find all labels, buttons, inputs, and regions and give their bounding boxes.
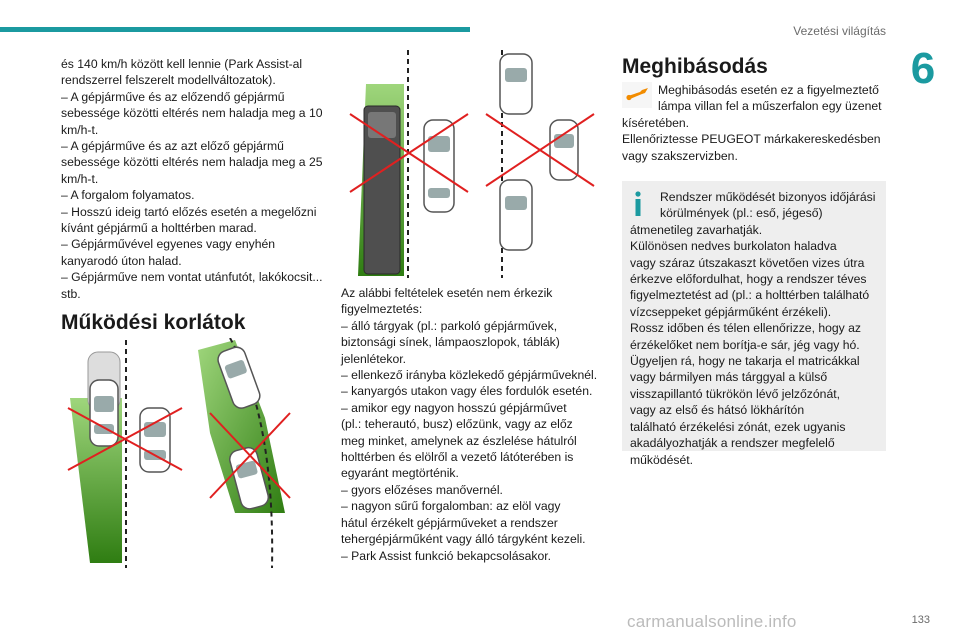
car-icon [423,119,455,213]
text-line: lámpa villan fel a műszerfalon egy üzene… [658,99,882,114]
text-line: – Gépjárműve nem vontat utánfutót, lakók… [61,270,323,285]
note-text: Rendszer működését bizonyos időjárási kö… [630,189,880,468]
text-line: stb. [61,286,81,301]
cross-mark [209,412,291,499]
text-line: vízcseppeket gépjárműként érzékeli). [630,304,832,319]
text-line: km/h-t. [61,171,99,186]
text-line: – A gépjárműve és az azt előző gépjármű [61,139,284,154]
page-number: 133 [911,614,930,626]
text-line: kívánt gépjármű a holttérben marad. [61,221,257,236]
info-icon [632,191,644,217]
car-icon [499,53,533,115]
text-line: meg minket, amelynek az észlelése hátulr… [341,433,577,448]
text-line: km/h-t. [61,122,99,137]
text-line: Különösen nedves burkolaton haladva [630,239,837,254]
text-line: visszapillantó tükrökön lévő jelzőzónát, [630,386,841,401]
text-line: Az alábbi feltételek esetén nem érkezik [341,286,553,300]
text-line: vagy bármilyen más tárggyal a külső [630,370,828,385]
text-line: érkezve előfordulhat, hogy a rendszer té… [630,272,867,287]
text-line: Ellenőriztesse PEUGEOT márkakereskedésbe… [622,132,881,147]
text-line: – ellenkező irányba közlekedő gépjárműve… [341,368,598,383]
text-line: található érzékelési zónát, ezek ugyanis [630,419,846,434]
text-line: egyaránt megtörténik. [341,466,459,481]
text-line: sebessége közötti eltérés nem haladja me… [61,106,323,121]
car-icon [217,346,261,409]
text-line: vagy száraz útszakaszt követően vizes út… [630,255,865,270]
section-title: Vezetési világítás [793,24,886,38]
text-line: – nagyon sűrű forgalomban: az elöl vagy [341,499,561,514]
cross-mark [67,407,183,471]
text-line: kíséretében. [622,115,690,130]
text-line: Meghibásodás esetén ez a figyelmeztető [658,83,879,97]
text-line: – Gépjárművével egyenes vagy enyhén [61,237,276,252]
text-line: – A gépjárműve és az előzendő gépjármű [61,89,285,104]
text-line: vagy az első és hátsó lökhárítón [630,403,805,418]
middle-column: Az alábbi feltételek esetén nem érkezik … [341,285,611,564]
text-line: Rendszer működését bizonyos időjárási [660,190,876,204]
left-column: és 140 km/h között kell lennie (Park Ass… [61,56,331,302]
text-line: és 140 km/h között kell lennie (Park Ass… [61,57,303,71]
watermark: carmanualsonline.info [627,612,797,631]
text-line: – kanyargós utakon vagy éles fordulók es… [341,384,593,399]
text-line: holttérben és elölről a vezető látóteréb… [341,450,574,465]
text-line: átmenetileg zavarhatják. [630,222,763,237]
illustration-limitations-left [67,338,291,569]
car-icon [499,179,533,251]
illustration-limitations-middle [349,50,595,278]
text-line: jelenlétekor. [341,351,407,366]
text-line: – Park Assist funkció bekapcsolásakor. [341,548,552,563]
lane-marking [229,338,274,569]
text-line: hátul érzékelt gépjárműveket a rendszer [341,515,558,530]
text-line: figyelmeztetést ad (pl.: a holttérben ta… [630,288,870,303]
text-line: Rossz időben és télen ellenőrizze, hogy … [630,321,862,336]
text-line: – gyors előzéses manővernél. [341,482,503,497]
text-line: biztonsági sínek, lámpaoszlopok, táblák) [341,335,560,350]
text-line: tehergépjárműként vagy álló tárgyként ke… [341,532,586,547]
wrench-warning-icon [622,82,652,108]
text-line: – álló tárgyak (pl.: parkoló gépjárművek… [341,318,558,333]
text-line: Ügyeljen rá, hogy ne takarja el matricák… [630,354,860,369]
text-line: akadályozhatják a rendszer megfelelő [630,436,835,451]
text-line: kanyarodó úton halad. [61,253,182,268]
text-line: érzékelőket nem borítja-e sár, jég vagy … [630,337,860,352]
text-line: – Hosszú ideig tartó előzés esetén a meg… [61,204,317,219]
fault-paragraph: Meghibásodás esetén ez a figyelmeztető l… [622,82,890,164]
car-icon [549,119,579,181]
text-line: működését. [630,452,694,467]
heading-fault: Meghibásodás [622,55,768,78]
text-line: – A forgalom folyamatos. [61,188,195,203]
text-line: vagy szakszervizben. [622,148,738,163]
text-line: körülmények (pl.: eső, jégeső) [660,206,823,221]
text-line: sebessége közötti eltérés nem haladja me… [61,155,323,170]
header-accent-bar [0,27,470,32]
truck-icon [363,105,401,275]
heading-limitations: Működési korlátok [61,311,246,334]
chapter-number: 6 [910,44,936,93]
text-line: figyelmeztetés: [341,302,423,317]
text-line: (pl.: teherautó, busz) előzünk, vagy az … [341,417,573,432]
info-note: Rendszer működését bizonyos időjárási kö… [622,181,886,467]
car-icon [87,351,121,447]
cross-mark [485,113,595,187]
text-line: – amikor egy nagyon hosszú gépjárművet [341,400,567,415]
cross-mark [349,113,469,193]
text-line: rendszerrel felszerelt modellváltozatok)… [61,73,276,88]
